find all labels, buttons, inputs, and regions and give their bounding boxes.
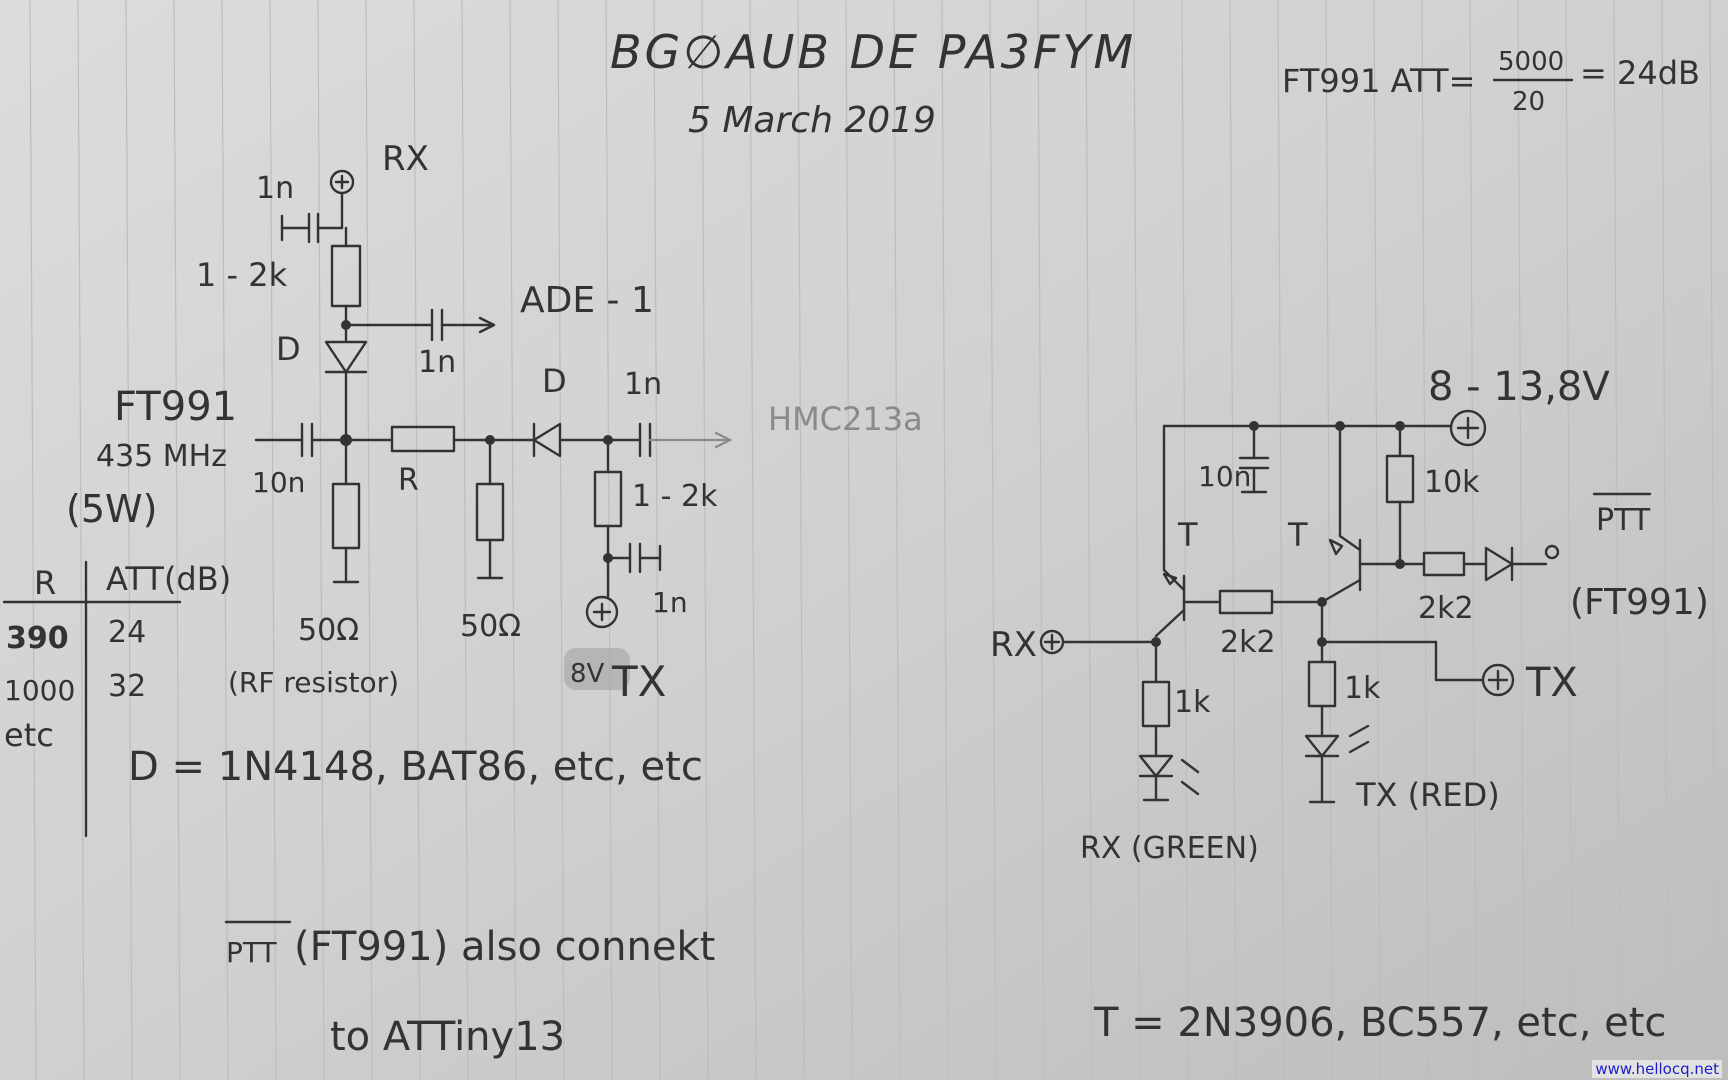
table-cell: 32 [108,669,146,704]
rx-in-label: RX [990,625,1037,665]
tx-smudge [564,648,630,690]
attenuation-formula: FT991 ATT= 5000 20 = 24dB [1282,47,1700,117]
rule-line [1421,0,1429,1080]
diode-tx-label: D [542,362,567,400]
rule-line [557,0,565,1080]
footer-line2: to ATTiny13 [330,1014,565,1060]
freq-label: 435 MHz [96,439,227,474]
diode-note: D = 1N4148, BAT86, etc, etc [128,744,703,790]
rule-line [125,0,133,1080]
rule-line [413,0,421,1080]
load1-label: 50Ω [298,613,359,648]
rule-line [1133,0,1141,1080]
res-pullup-label: 10k [1424,465,1480,500]
rule-line [29,0,37,1080]
attenuation-table: R ATT(dB) 390 24 1000 32 etc [2,560,231,838]
rule-line [317,0,325,1080]
led-tx-label: TX (RED) [1355,776,1500,814]
table-cell: etc [4,716,54,754]
res-ptt-label: 2k2 [1418,591,1474,626]
table-cell: 24 [108,615,146,650]
res-base-label: 2k2 [1220,625,1276,660]
cap-tx-label: 1n [652,586,688,619]
tx-smudge-text: 8V [570,659,605,689]
res-led2-label: 1k [1344,671,1381,706]
supply-label: 8 - 13,8V [1428,364,1610,410]
cap-supply-label: 10n [1198,460,1251,493]
rule-line [797,0,805,1080]
rule-line [1277,0,1285,1080]
rule-line [1229,0,1237,1080]
cap-hmc-label: 1n [624,367,662,402]
diode-rx-label: D [276,330,301,368]
rule-line [1709,0,1717,1080]
rule-line [1373,0,1381,1080]
formula-numerator: 5000 [1498,47,1564,77]
table-cell: 1000 [4,674,75,707]
rule-line [1181,0,1189,1080]
site-credit[interactable]: www.hellocq.net [1592,1060,1722,1078]
rule-line [77,0,85,1080]
series-r-label: R [398,463,419,498]
ptt-label: PTT [1596,503,1651,538]
q2-label: T [1287,516,1308,554]
tx-label: TX [611,657,666,706]
res-led1-label: 1k [1174,685,1211,720]
table-header-att: ATT(dB) [106,560,231,598]
right-circuit: 8 - 13,8V 10n 10k 2k2 PTT (FT991) T [990,364,1709,1046]
rule-line [461,0,469,1080]
ptt-rig-label: (FT991) [1570,582,1709,623]
res-tx-label: 1 - 2k [632,479,718,514]
rule-line [1661,0,1669,1080]
formula-result: = 24dB [1580,54,1700,92]
rule-line [173,0,181,1080]
tx-out-label: TX [1525,660,1578,706]
table-cell: 390 [6,621,69,656]
cap-ade-label: 1n [418,345,456,380]
q1-label: T [1177,516,1198,554]
formula-denominator: 20 [1512,87,1545,117]
rule-line [653,0,661,1080]
rule-line [845,0,853,1080]
rule-line [509,0,517,1080]
rx-label: RX [382,139,429,179]
formula-prefix: FT991 ATT= [1282,62,1475,100]
hmc-label: HMC213a [768,400,923,438]
header-date: 5 March 2019 [688,100,936,141]
rule-line [893,0,901,1080]
footer-note: PTT (FT991) also connekt to ATTiny13 [224,920,715,1060]
rule-line [989,0,997,1080]
transistor-note: T = 2N3906, BC557, etc, etc [1093,1000,1666,1046]
ade-label: ADE - 1 [520,280,654,321]
cap-in-label: 10n [252,466,305,499]
rf-note: (RF resistor) [228,666,399,699]
led-rx-label: RX (GREEN) [1080,831,1259,866]
rule-line [269,0,277,1080]
rule-line [1613,0,1621,1080]
header-title: BG∅AUB DE PA3FYM [610,25,1136,79]
rule-line [1469,0,1477,1080]
rule-line [221,0,229,1080]
rule-line [1517,0,1525,1080]
table-header-r: R [34,564,56,602]
rule-line [1565,0,1573,1080]
res-rx-label: 1 - 2k [196,256,288,294]
cap-rx-label: 1n [256,171,294,206]
rule-line [365,0,373,1080]
rule-line [941,0,949,1080]
power-label: (5W) [66,487,157,531]
footer-ptt: PTT [226,936,277,969]
load2-label: 50Ω [460,609,521,644]
rule-line [749,0,757,1080]
footer-line1: (FT991) also connekt [294,924,715,970]
left-circuit: RX 1n 1 - 2k ADE - 1 1n D FT991 435 MHz … [66,139,923,790]
rule-line [701,0,709,1080]
rig-label: FT991 [114,384,237,430]
rule-line [1085,0,1093,1080]
rule-line [1037,0,1045,1080]
